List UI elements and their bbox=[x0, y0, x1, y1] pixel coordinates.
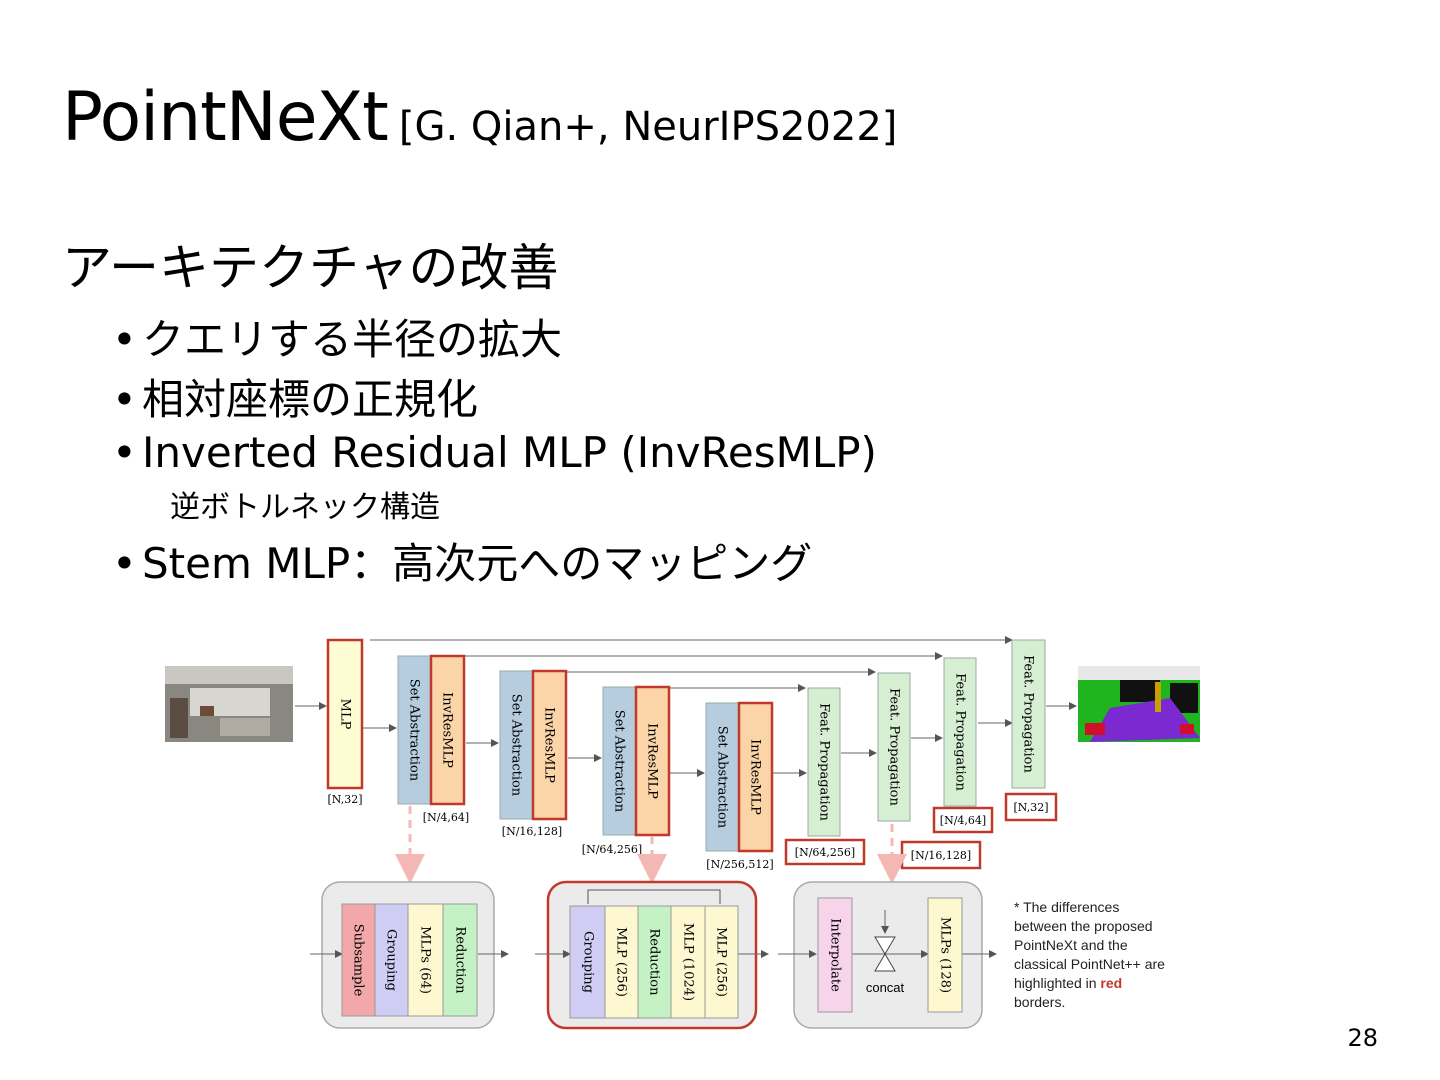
input-scene-image bbox=[165, 666, 293, 742]
shape-label: [N/4,64] bbox=[423, 811, 469, 824]
shape-label: [N/4,64] bbox=[940, 814, 986, 827]
mlp-label: MLP (256) bbox=[714, 927, 729, 997]
concat-icon bbox=[874, 936, 896, 972]
bullet-text: Inverted Residual MLP (InvResMLP) bbox=[142, 428, 877, 477]
bullet-item: •Stem MLP：高次元へのマッピング bbox=[112, 539, 813, 588]
shape-label: [N/256,512] bbox=[706, 858, 773, 871]
shape-label: [N/64,256] bbox=[582, 843, 642, 856]
mlps-label: MLPs (128) bbox=[938, 917, 953, 993]
bullet-text: クエリする半径の拡大 bbox=[142, 315, 563, 364]
grouping-label: Grouping bbox=[581, 931, 596, 993]
bullet-text: Stem MLP：高次元へのマッピング bbox=[142, 539, 813, 588]
shape-label: [N/16,128] bbox=[911, 849, 971, 862]
subsample-label: Subsample bbox=[351, 924, 366, 997]
bullet-item: •クエリする半径の拡大 bbox=[112, 315, 563, 364]
output-segmentation-image bbox=[1078, 666, 1200, 742]
stem-mlp-label: MLP bbox=[338, 699, 353, 730]
svg-text:between the proposed: between the proposed bbox=[1014, 918, 1153, 934]
invresmlp-label: InvResMLP bbox=[645, 723, 660, 799]
set-abstraction-label: Set Abstraction bbox=[612, 710, 627, 813]
bullet-text: 相対座標の正規化 bbox=[142, 375, 479, 424]
svg-text:borders.: borders. bbox=[1014, 994, 1065, 1010]
shape-label: [N/64,256] bbox=[795, 846, 855, 859]
page-number: 28 bbox=[1347, 1024, 1378, 1052]
set-abstraction-label: Set Abstraction bbox=[509, 694, 524, 797]
concat-label: concat bbox=[866, 980, 905, 995]
set-abstraction-label: Set Abstraction bbox=[407, 679, 422, 782]
reduction-label: Reduction bbox=[453, 926, 468, 994]
bullet-item: •相対座標の正規化 bbox=[112, 375, 479, 424]
invresmlp-label: InvResMLP bbox=[748, 739, 763, 815]
svg-text:* The differences: * The differences bbox=[1014, 899, 1119, 915]
invresmlp-label: InvResMLP bbox=[440, 692, 455, 768]
title-text: PointNeXt bbox=[62, 78, 389, 157]
bullet-item: •Inverted Residual MLP (InvResMLP) bbox=[112, 428, 877, 477]
section-heading: アーキテクチャの改善 bbox=[62, 239, 559, 297]
slide-title: PointNeXt [G. Qian+, NeurIPS2022] bbox=[62, 78, 897, 157]
set-abstraction-label: Set Abstraction bbox=[715, 726, 730, 829]
architecture-diagram: MLP [N,32] Set Abstraction InvResMLP [N/… bbox=[165, 636, 1200, 1030]
shape-label: [N,32] bbox=[328, 793, 363, 806]
shape-label: [N/16,128] bbox=[502, 825, 562, 838]
interpolate-label: Interpolate bbox=[828, 918, 843, 992]
svg-text:highlighted in red: highlighted in red bbox=[1014, 975, 1122, 991]
mlp-label: MLP (1024) bbox=[681, 923, 696, 1001]
diagram-note: * The differences between the proposed P… bbox=[1014, 899, 1165, 1010]
feat-propagation-label: Feat. Propagation bbox=[1021, 655, 1036, 773]
feat-propagation-label: Feat. Propagation bbox=[887, 688, 902, 806]
svg-text:classical PointNet++ are: classical PointNet++ are bbox=[1014, 956, 1165, 972]
invresmlp-label: InvResMLP bbox=[542, 707, 557, 783]
bullet-subnote: 逆ボトルネック構造 bbox=[170, 490, 440, 525]
shape-label: [N,32] bbox=[1014, 801, 1049, 814]
svg-text:PointNeXt and the: PointNeXt and the bbox=[1014, 937, 1128, 953]
title-citation: [G. Qian+, NeurIPS2022] bbox=[398, 104, 898, 150]
feat-propagation-label: Feat. Propagation bbox=[953, 673, 968, 791]
mlps-label: MLPs (64) bbox=[418, 926, 433, 994]
mlp-label: MLP (256) bbox=[614, 927, 629, 997]
reduction-label: Reduction bbox=[647, 928, 662, 996]
grouping-label: Grouping bbox=[384, 929, 399, 991]
feat-propagation-label: Feat. Propagation bbox=[817, 703, 832, 821]
